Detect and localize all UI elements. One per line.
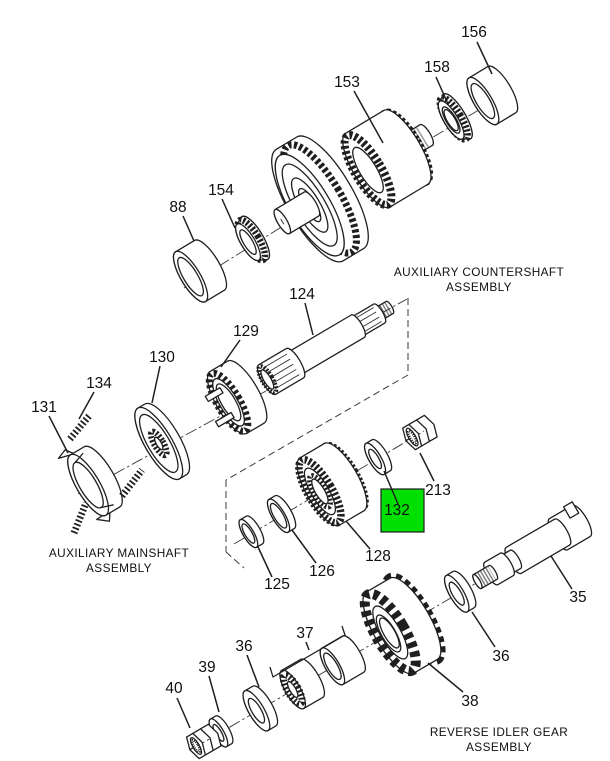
part-213 [402,414,438,451]
caption-countershaft-line1: AUXILIARY COUNTERSHAFT [394,265,564,279]
part-124 [256,300,395,396]
caption-reverse-idler-line2: ASSEMBLY [466,740,532,754]
part-153-pinion [340,108,434,209]
bracket-37 [269,625,346,678]
callout-36-right: 36 [492,648,509,665]
callout-124: 124 [289,286,315,303]
part-128 [295,441,369,527]
part-132 [363,438,393,476]
assembly-captions: AUXILIARY COUNTERSHAFT ASSEMBLY AUXILIAR… [49,265,568,754]
callout-153: 153 [334,74,360,91]
callout-37: 37 [296,625,313,642]
part-37-bushing [279,658,326,710]
part-131 [57,445,123,522]
caption-mainshaft-line1: AUXILIARY MAINSHAFT [49,546,189,560]
callout-38: 38 [461,693,478,710]
callout-158: 158 [424,59,450,76]
part-156 [466,65,519,126]
callout-40: 40 [165,680,183,697]
callout-213: 213 [425,482,451,499]
part-38 [359,572,446,677]
part-158 [436,93,473,143]
callout-126: 126 [309,563,335,580]
part-88 [172,239,228,303]
callout-154: 154 [208,182,234,199]
part-154 [234,215,271,264]
part-126 [266,494,297,534]
callout-130: 130 [149,349,175,366]
caption-reverse-idler-line1: REVERSE IDLER GEAR [430,725,568,739]
part-134-springs [67,413,145,535]
callout-125: 125 [264,576,290,593]
caption-mainshaft-line2: ASSEMBLY [86,561,152,575]
part-36-right [443,570,477,613]
part-40 [185,723,222,760]
caption-countershaft-line2: ASSEMBLY [446,280,512,294]
callout-134: 134 [86,375,112,392]
callout-36-left: 36 [235,638,252,655]
part-129 [204,359,268,435]
callout-128: 128 [365,548,391,565]
callout-39: 39 [198,659,215,676]
part-35 [472,501,593,590]
reverse-idler-gear-assembly [185,501,593,760]
auxiliary-mainshaft-assembly [57,300,395,522]
part-153-hub-stub [273,191,321,235]
leader-lines [48,41,573,729]
part-39 [208,715,234,748]
callout-132-highlighted[interactable]: 132 [384,502,410,519]
auxiliary-countershaft-assembly [172,65,519,303]
callout-129: 129 [233,323,259,340]
part-125 [238,515,265,549]
callout-156: 156 [461,24,487,41]
callout-88: 88 [169,199,186,216]
callout-numbers: 88 154 153 158 156 124 129 130 134 131 1… [31,24,587,710]
callout-35: 35 [569,589,586,606]
leader-37 [305,641,310,651]
highlight-box-132[interactable] [380,488,425,533]
part-36-left [242,685,279,732]
callout-131: 131 [31,399,57,416]
reference-plane-dashed [225,298,409,569]
part-37-sleeve [319,635,366,686]
part-130 [134,402,191,481]
mainshaft-hardware-row [238,414,438,549]
